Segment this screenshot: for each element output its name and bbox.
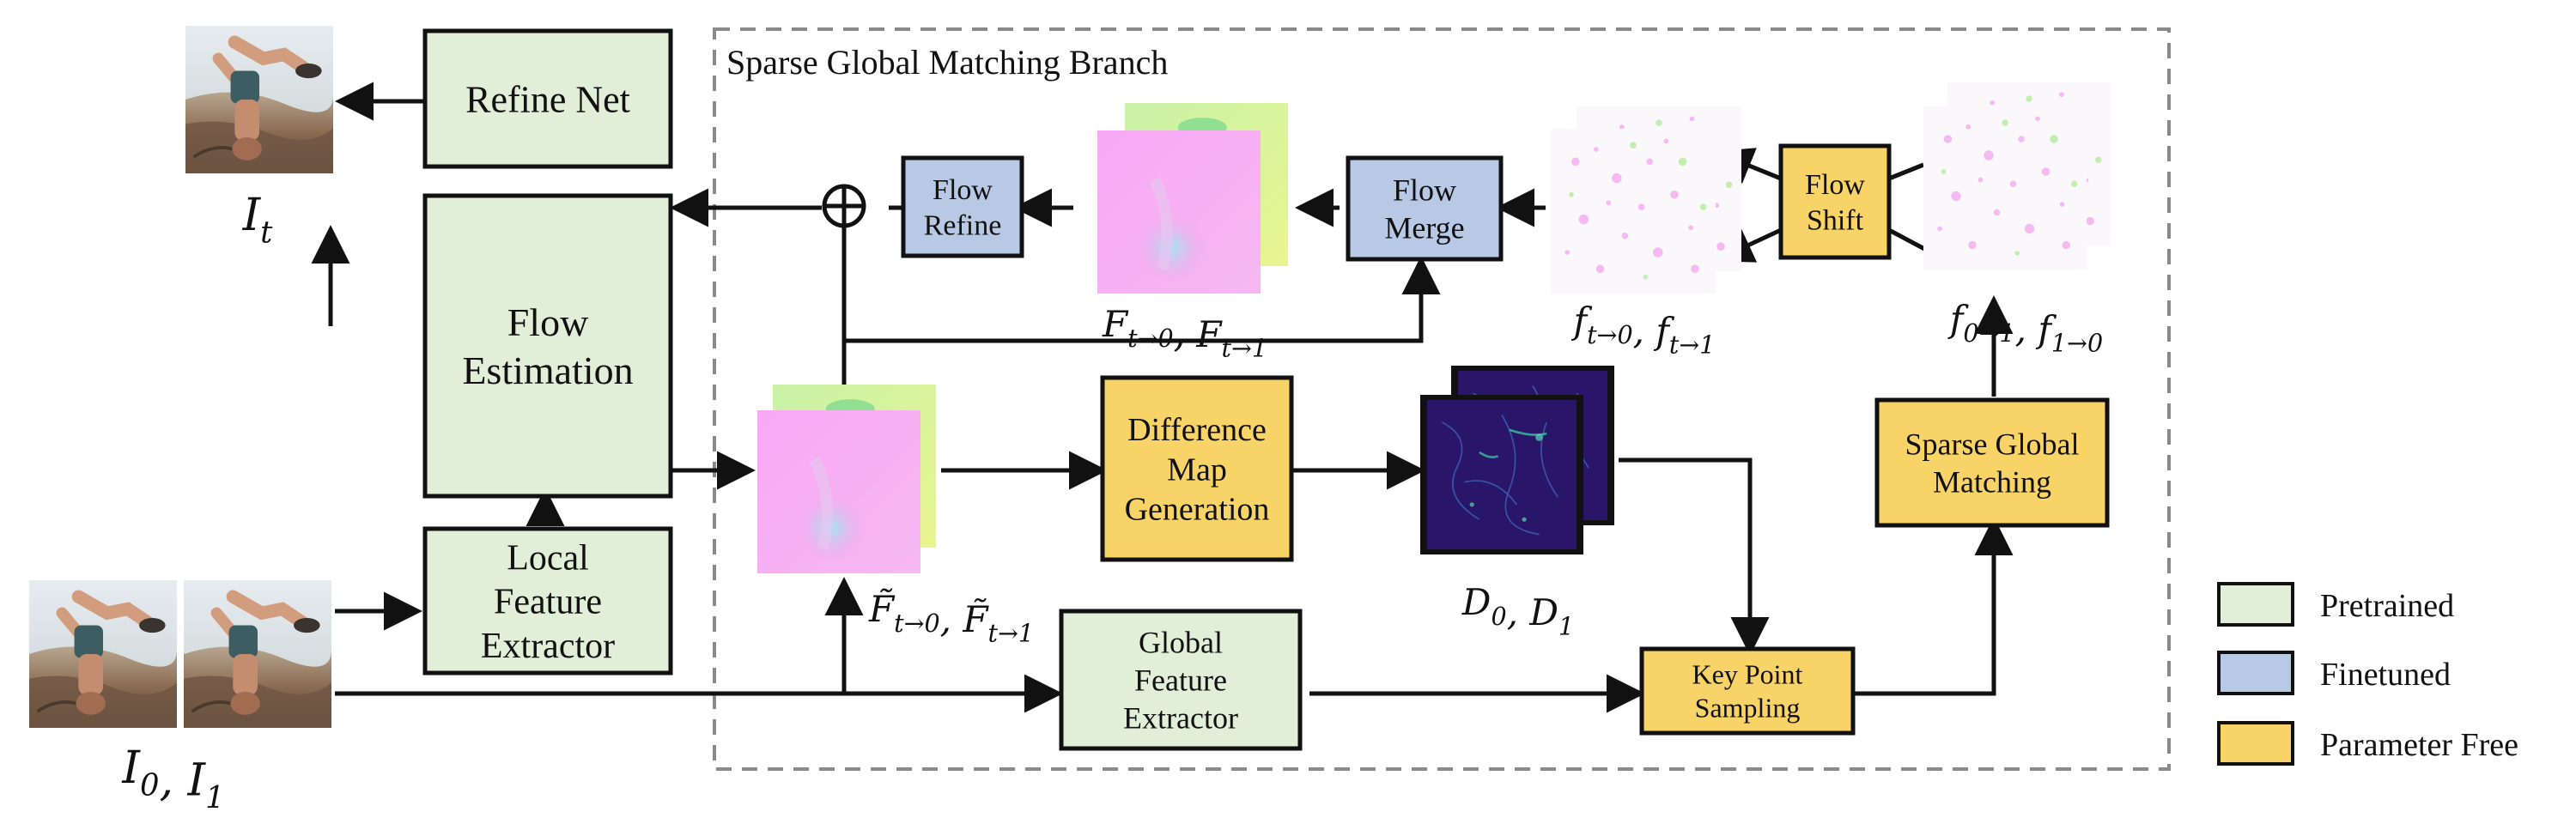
merged-flows-label: Ft→0, Ft→1 — [1102, 303, 1267, 363]
sparse-global-matching-label: Matching — [1933, 465, 2051, 500]
input-frame-1-image — [184, 580, 331, 728]
sparse-global-matching-label: Sparse Global — [1905, 427, 2080, 462]
add-operator — [822, 184, 866, 228]
flow-shift-label: Shift — [1807, 205, 1864, 237]
output-frame-image — [185, 26, 333, 173]
flow-merge-label: Flow — [1393, 173, 1456, 208]
key-point-sampling-label: Key Point — [1692, 659, 1803, 690]
global-feature-extractor-label: Global — [1139, 626, 1223, 660]
legend-label: Finetuned — [2320, 657, 2451, 693]
arrow-sampling-to-sgm — [1853, 517, 2014, 696]
initial-flow-front-image — [757, 410, 920, 573]
output-frame-label: It — [242, 190, 274, 251]
initial-flows-label: F̃t→0, F̃t→1 — [868, 587, 1034, 647]
arrow-initial-to-merge — [841, 256, 1441, 386]
shifted-flows-label: ft→0, ft→1 — [1571, 300, 1716, 360]
difference-maps-label: D0, D1 — [1461, 581, 1574, 641]
legend-item: Parameter Free — [2217, 721, 2518, 766]
input-frames-label: I0, I1 — [121, 742, 224, 815]
legend-label: Parameter Free — [2320, 727, 2518, 763]
global-feature-extractor-label: Feature — [1134, 663, 1227, 698]
legend-swatch — [2217, 721, 2294, 766]
flow-merge-label: Merge — [1384, 211, 1464, 245]
legend-label: Pretrained — [2320, 588, 2454, 624]
shifted-flow-front-image — [1551, 129, 1716, 294]
difference-maps-image — [1420, 366, 1614, 554]
legend-item: Pretrained — [2217, 582, 2454, 627]
merged-flow-front-image — [1097, 130, 1261, 294]
legend-swatch — [2217, 582, 2294, 627]
difference-map-generation-label: Map — [1167, 451, 1227, 488]
branch-title: Sparse Global Matching Branch — [726, 43, 1168, 82]
flow-estimation-label: Flow — [507, 300, 589, 344]
difference-map-generation-label: Generation — [1125, 492, 1270, 528]
legend-swatch — [2217, 651, 2294, 695]
refine-net-block: Refine Net — [422, 28, 673, 169]
flow-estimation-label: Estimation — [462, 348, 633, 392]
local-feature-extractor-label: Feature — [494, 583, 602, 622]
local-feature-extractor-label: Extractor — [481, 627, 615, 666]
flow-shift-label: Flow — [1805, 169, 1865, 201]
arrow-maps-to-sampling — [1619, 457, 1770, 656]
difference-map-generation-label: Difference — [1127, 412, 1267, 448]
flow-refine-label: Refine — [924, 210, 1002, 242]
flow-refine-label: Flow — [933, 174, 993, 206]
legend-item: Finetuned — [2217, 651, 2451, 695]
global-feature-extractor-label: Extractor — [1123, 701, 1238, 736]
local-feature-extractor-label: Local — [507, 538, 589, 578]
input-frame-0-image — [29, 580, 177, 728]
line-sparse-to-shift-top — [1888, 162, 1924, 181]
refine-net-label: Refine Net — [465, 78, 630, 120]
key-point-sampling-label: Sampling — [1695, 693, 1801, 724]
sparse-flow-front-image — [1923, 106, 2087, 270]
sparse-flows-label: f0→1, f1→0 — [1947, 298, 2103, 358]
connectors — [311, 82, 2014, 713]
sparse-global-matching-branch — [713, 27, 2171, 771]
